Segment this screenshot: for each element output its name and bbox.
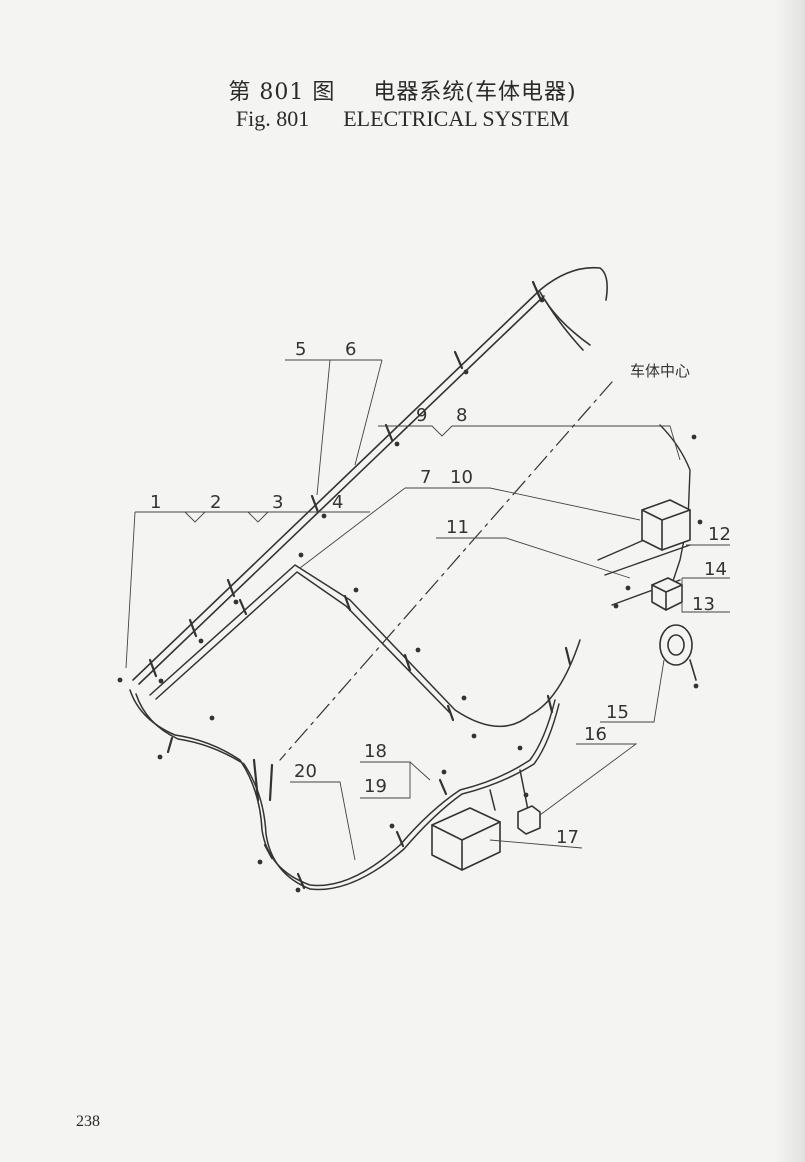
figure-title-english: Fig. 801 ELECTRICAL SYSTEM [0,106,805,132]
callout-15: 15 [606,702,629,723]
vehicle-center-label: 车体中心 [630,362,690,380]
callout-17: 17 [556,827,579,848]
main-harness-upper [132,266,608,685]
callout-12: 12 [708,524,731,545]
component-15-horn [659,624,697,681]
page-edge-shadow [775,0,805,1162]
figure-number-cn: 第 801 图 [228,80,336,105]
page-number: 238 [76,1113,100,1130]
figure-caption-cn: 电器系统(车体电器) [373,80,577,105]
callout-20: 20 [294,761,317,782]
component-box-12 [641,499,691,551]
main-harness-lower [149,564,581,727]
callout-6: 6 [345,339,356,360]
callout-7: 7 [420,467,431,488]
component-box-13 [651,577,683,611]
callout-8: 8 [456,405,467,426]
callout-13: 13 [692,594,715,615]
callout-labels: 1 2 3 4 5 6 7 8 9 10 11 12 13 14 15 16 1… [150,339,731,848]
callout-10: 10 [450,467,473,488]
leader-lines [125,359,730,861]
figure-number-en: Fig. 801 [235,106,310,131]
callout-2: 2 [210,492,221,513]
bolt-dots [117,297,703,893]
callout-14: 14 [704,559,727,580]
callout-11: 11 [446,517,469,538]
callout-19: 19 [364,776,387,797]
callout-1: 1 [150,492,161,513]
vehicle-center-line [279,381,613,761]
callout-3: 3 [272,492,283,513]
clamps [148,280,572,890]
bottom-harness [129,689,560,891]
figure-title-chinese: 第 801 图 电器系统(车体电器) [0,74,805,106]
component-16 [517,805,541,835]
callout-4: 4 [332,492,343,513]
figure-caption-en: ELECTRICAL SYSTEM [343,106,570,131]
battery-box-17 [431,807,501,871]
callout-5: 5 [295,339,306,360]
callout-18: 18 [364,741,387,762]
callout-16: 16 [584,724,607,745]
callout-9: 9 [416,405,427,426]
